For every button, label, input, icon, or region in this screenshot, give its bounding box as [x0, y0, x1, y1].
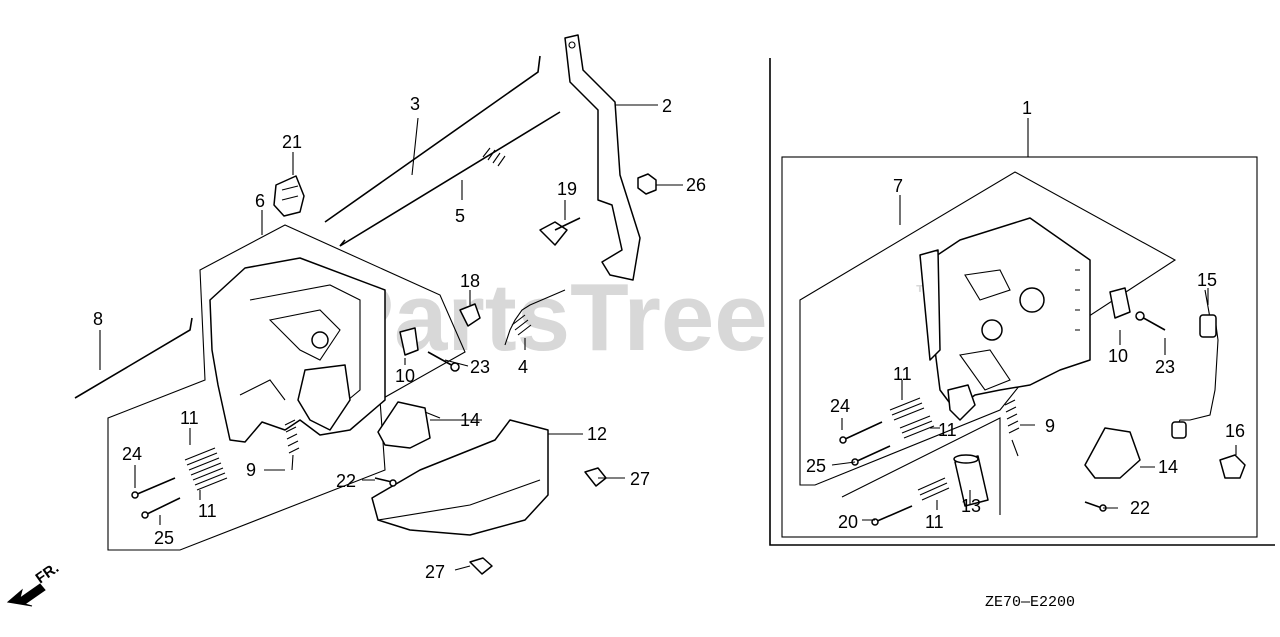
- callout-12: 12: [587, 424, 607, 444]
- control-pivot-right: [1019, 287, 1045, 313]
- callout-16: 16: [1225, 421, 1245, 441]
- lever-nut: [637, 173, 657, 195]
- callout-25-left: 25: [154, 528, 174, 548]
- control-rod: [324, 55, 541, 223]
- callout-7: 7: [893, 176, 903, 196]
- callout-14-left: 14: [460, 410, 480, 430]
- callout-11-left-bottom: 11: [198, 501, 217, 521]
- spring-9-left: [284, 419, 300, 471]
- left-assembly: 3 2 21 6 5 19 26 8 18 4 10 23 11 24 9 14…: [74, 34, 706, 582]
- callout-10-right: 10: [1108, 346, 1128, 366]
- bolt-27-lower: [469, 557, 493, 575]
- control-cover: [371, 419, 549, 536]
- springs-11-left: [184, 447, 228, 491]
- control-lever-right: [919, 249, 941, 361]
- screw-22-right: [1084, 501, 1103, 509]
- control-base-plate-right: [929, 217, 1091, 411]
- wire-clip: [1219, 454, 1246, 479]
- callout-11-right-top: 11: [893, 364, 912, 384]
- control-base-group-outline: [107, 224, 466, 551]
- front-direction-indicator: FR.: [6, 559, 63, 607]
- callout-11-left-top: 11: [180, 408, 199, 428]
- springs-11-right: [889, 397, 935, 439]
- control-lever-bracket: [297, 364, 351, 431]
- screw-18: [459, 303, 481, 327]
- front-arrow-icon: [6, 583, 46, 607]
- screw-25-left: [144, 497, 181, 516]
- callout-13: 13: [961, 496, 981, 516]
- callout-25-right: 25: [806, 456, 826, 476]
- callout-1: 1: [1022, 98, 1032, 118]
- spring-11-bottom: [917, 477, 950, 501]
- callout-11-right-mid: 11: [938, 420, 957, 440]
- callout-5: 5: [455, 206, 465, 226]
- control-base-plate: [209, 257, 386, 443]
- callout-11-right-bottom: 11: [925, 512, 944, 532]
- assembly-frame-outer: [769, 58, 1275, 546]
- diagram-code: ZE70—E2200: [985, 594, 1075, 611]
- screw-20: [874, 505, 913, 523]
- cable-clamp: [273, 175, 305, 217]
- screw-24-left: [134, 477, 176, 496]
- control-base-detail-right: [959, 269, 1080, 391]
- switch-bracket-right: [1109, 287, 1131, 319]
- left-leader-lines: [99, 104, 683, 571]
- callout-24-left: 24: [122, 444, 142, 464]
- screw-24-right: [842, 421, 883, 441]
- control-lever-arm: [564, 34, 641, 281]
- screw-25-right: [854, 445, 891, 463]
- callout-3: 3: [410, 94, 420, 114]
- callout-21: 21: [282, 132, 302, 152]
- callout-23-left: 23: [470, 357, 490, 377]
- callout-23-right: 23: [1155, 357, 1175, 377]
- callout-2: 2: [662, 96, 672, 116]
- callout-24-right: 24: [830, 396, 850, 416]
- callout-19: 19: [557, 179, 577, 199]
- governor-rod: [339, 111, 561, 247]
- callout-18: 18: [460, 271, 480, 291]
- ground-wire: [1174, 289, 1219, 431]
- callout-10-left: 10: [395, 366, 415, 386]
- callout-14-right: 14: [1158, 457, 1178, 477]
- callout-20: 20: [838, 512, 858, 532]
- spring-9-right: [1004, 399, 1020, 457]
- callout-15: 15: [1197, 270, 1217, 290]
- callout-27-lower: 27: [425, 562, 445, 582]
- governor-rod-spring: [482, 147, 506, 167]
- callout-26: 26: [686, 175, 706, 195]
- screw-23-shaft: [427, 351, 456, 368]
- switch-bracket: [399, 327, 419, 356]
- callout-8: 8: [93, 309, 103, 329]
- throttle-spring: [504, 289, 566, 346]
- callout-4: 4: [518, 357, 528, 377]
- watermark-text: PartsTree: [330, 264, 768, 371]
- right-leader-lines: [831, 195, 1237, 521]
- callout-22-left: 22: [336, 471, 356, 491]
- callout-9-right: 9: [1045, 416, 1055, 436]
- subgroup-outline: [841, 417, 1001, 515]
- choke-rod: [74, 317, 193, 399]
- callout-27-upper: 27: [630, 469, 650, 489]
- callout-22-right: 22: [1130, 498, 1150, 518]
- front-label: FR.: [33, 559, 63, 587]
- assembly-frame-inner: [781, 156, 1258, 538]
- stop-switch-right: [1084, 427, 1141, 479]
- stop-switch: [377, 401, 431, 449]
- screw-22: [374, 477, 393, 483]
- screw-23-right: [1139, 315, 1166, 331]
- callout-9-left: 9: [246, 460, 256, 480]
- callout-6: 6: [255, 191, 265, 211]
- bolt-27-upper: [584, 467, 607, 487]
- right-assembly: 1 7 15 10 23 11 24 11 9 16 25 14 13 22 2…: [769, 58, 1275, 546]
- control-pivot: [311, 331, 329, 349]
